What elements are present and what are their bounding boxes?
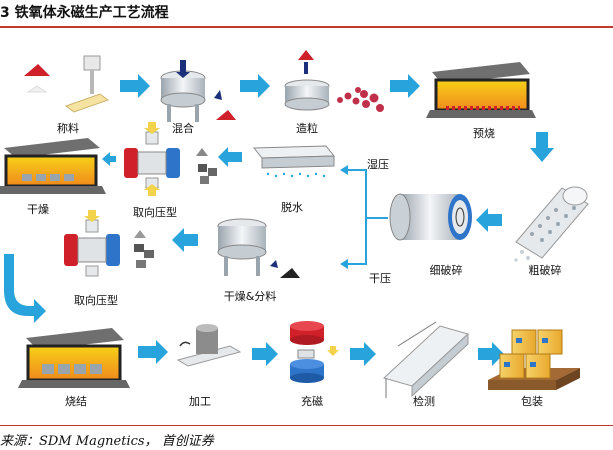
label-coarse-crushing: 粗破碎 xyxy=(528,264,562,277)
fine-crusher-icon xyxy=(389,193,472,241)
label-mixing: 混合 xyxy=(172,122,194,135)
machining-icon xyxy=(176,324,242,367)
inspection-icon xyxy=(383,321,469,398)
label-drying: 干燥 xyxy=(27,203,49,216)
label-sintering: 烧结 xyxy=(65,395,87,408)
dewatered-blocks-icon xyxy=(196,148,217,184)
figure-title: 3 铁氧体永磁生产工艺流程 xyxy=(0,5,169,21)
split-connector xyxy=(340,165,388,269)
arrow-weigh-to-mix xyxy=(120,74,150,98)
label-machining: 加工 xyxy=(189,395,211,408)
drying-furnace-icon xyxy=(0,138,106,194)
label-dewatering: 脱水 xyxy=(281,201,303,214)
arrow-inspect-to-pack xyxy=(478,342,504,366)
label-wet-pressing: 湿压 xyxy=(367,158,389,171)
arrow-to-sintering xyxy=(4,254,46,323)
granulator-icon xyxy=(284,50,384,112)
arrow-coarse-to-fine xyxy=(476,208,502,232)
label-granulating: 造粒 xyxy=(296,122,318,135)
label-dry-pressing: 干压 xyxy=(369,272,391,285)
process-diagram xyxy=(0,50,589,398)
label-oriented-pressing-1: 取向压型 xyxy=(133,206,177,219)
arrow-drysort-to-press xyxy=(172,228,198,252)
arrow-granulate-to-presinter xyxy=(390,74,420,98)
coarse-crusher-icon xyxy=(514,186,589,262)
arrow-sinter-to-machine xyxy=(138,340,168,364)
label-weighing: 称料 xyxy=(57,122,79,135)
footer-rule xyxy=(0,425,613,426)
label-magnetizing: 充磁 xyxy=(301,395,323,408)
oriented-press-2-icon xyxy=(64,210,120,277)
label-inspection: 检测 xyxy=(413,395,435,408)
magnetizing-icon xyxy=(290,321,339,383)
arrow-dewater-to-press xyxy=(218,147,242,167)
oriented-press-1-icon xyxy=(124,122,180,196)
dry-powder-blocks-icon xyxy=(134,230,154,268)
mixer-icon xyxy=(160,60,236,122)
weighing-icon xyxy=(24,55,110,113)
arrow-magnetize-to-inspect xyxy=(350,342,376,366)
drying-sorting-icon xyxy=(217,218,300,278)
presinter-furnace-icon xyxy=(426,62,536,118)
label-presintering: 预烧 xyxy=(473,127,495,140)
arrow-press-to-dry xyxy=(102,152,116,166)
packaging-icon xyxy=(488,329,580,390)
label-oriented-pressing-2: 取向压型 xyxy=(74,294,118,307)
arrow-mix-to-granulate xyxy=(240,74,270,98)
label-fine-crushing: 细破碎 xyxy=(429,264,463,277)
label-packaging: 包装 xyxy=(521,395,543,408)
source-note: 来源：SDM Magnetics， 首创证券 xyxy=(0,434,214,449)
title-rule xyxy=(0,26,613,28)
arrow-presinter-to-coarse xyxy=(530,132,554,162)
arrow-machine-to-magnetize xyxy=(252,342,278,366)
dewatering-tray-icon xyxy=(252,145,336,178)
sintering-furnace-icon xyxy=(18,328,130,388)
label-drying-and-sorting: 干燥&分料 xyxy=(223,290,277,303)
